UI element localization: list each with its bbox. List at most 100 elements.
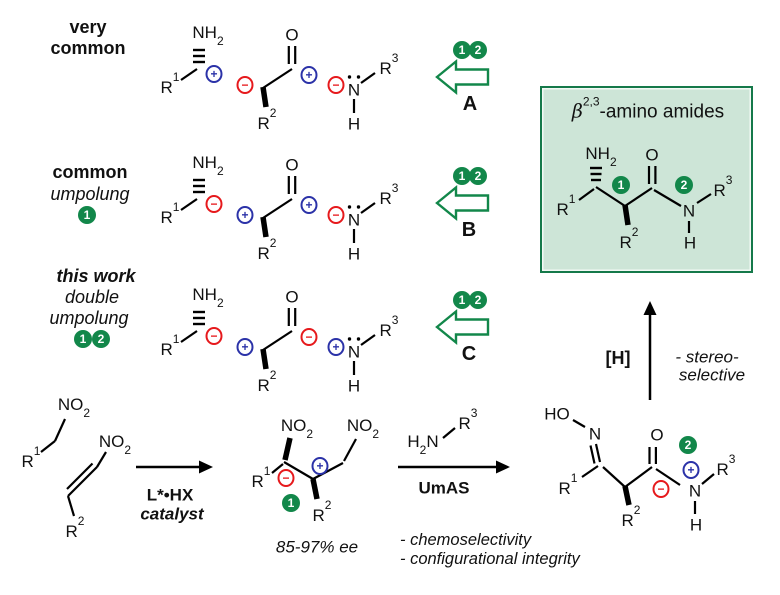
row3-title-line1: this work (56, 266, 136, 286)
note-chemoselectivity: - chemoselectivity (400, 530, 532, 549)
row3-r3-label: R3 (379, 313, 399, 340)
row2-charge-amine-c: − (205, 195, 223, 213)
row1-nh2-label: NH2 (192, 22, 224, 49)
dinitro-charge-minus: − (277, 469, 295, 487)
product-r1-label: R1 (556, 192, 576, 219)
note-configurational-integrity: - configurational integrity (400, 549, 580, 568)
row3-n-label: N (347, 342, 361, 362)
row1-r3-label: R3 (379, 51, 399, 78)
row2-title-line2: umpolung (50, 184, 130, 204)
amine-h2n-label: H2N (407, 431, 439, 458)
arrow-a-label: A (462, 93, 478, 115)
row3-charge-carbonyl-c: − (300, 328, 318, 346)
oxime-h-label: H (689, 515, 703, 535)
row3-charge-amine-c: − (205, 327, 223, 345)
nitroalkene-no2-label: NO2 (98, 431, 132, 458)
amine-r3-label: R3 (458, 406, 478, 433)
oxime-n-label: N (588, 424, 602, 444)
row1-charge-n: − (327, 76, 345, 94)
row2-charge-alpha-c: + (236, 206, 254, 224)
nitroalkane-bonds (40, 418, 67, 453)
row3-umpolung-badge-2: 2 (92, 330, 110, 348)
arrow-b-badge-1: 1 (453, 167, 471, 185)
row1-title-line2: common (50, 38, 126, 58)
row2-carbonyl-o-label: O (285, 155, 299, 175)
umas-label: UmAS (418, 478, 470, 498)
product-structure-bonds (578, 166, 712, 233)
nitroalkane-no2-label: NO2 (57, 394, 91, 421)
row2-umpolung-badge-1: 1 (78, 206, 96, 224)
arrow-c-badge-1: 1 (453, 291, 471, 309)
oxime-r1-label: R1 (558, 471, 578, 498)
product-o-label: O (645, 145, 659, 165)
row2-r2-label: R2 (257, 236, 277, 263)
row3-r1-label: R1 (160, 332, 180, 359)
oxime-badge-2: 2 (679, 436, 697, 454)
reaction-arrow-1 (136, 460, 213, 474)
row1-nh-h-label: H (347, 114, 361, 134)
row2-charge-carbonyl-c: + (300, 196, 318, 214)
product-nh2-label: NH2 (585, 143, 617, 170)
row2-nh-h-label: H (347, 244, 361, 264)
arrow-c-label: C (461, 343, 477, 365)
row1-charge-alpha-c: − (236, 76, 254, 94)
product-r2-label: R2 (619, 225, 639, 252)
row2-n-label: N (347, 210, 361, 230)
reduction-label: [H] (605, 348, 631, 368)
dinitro-r1-label: R1 (251, 464, 271, 491)
oxime-charge-minus: − (652, 480, 670, 498)
oxime-r2-label: R2 (621, 503, 641, 530)
oxime-bonds (572, 419, 715, 514)
dinitro-r2-label: R2 (312, 498, 332, 525)
row3-nh2-label: NH2 (192, 284, 224, 311)
row1-n-label: N (347, 80, 361, 100)
row2-nh2-label: NH2 (192, 152, 224, 179)
arrow-a-badge-1: 1 (453, 41, 471, 59)
arrow-a-badge-2: 2 (469, 41, 487, 59)
product-n-label: N (682, 201, 696, 221)
row1-r2-label: R2 (257, 106, 277, 133)
row1-r1-label: R1 (160, 70, 180, 97)
dinitro-no2-right-label: NO2 (346, 415, 380, 442)
row1-charge-amine-c: + (205, 65, 223, 83)
row1-carbonyl-o-label: O (285, 25, 299, 45)
oxime-r3-label: R3 (716, 452, 736, 479)
row3-title-line2: double (64, 287, 120, 307)
retro-arrow-b (435, 186, 490, 220)
row3-nh-h-label: H (347, 376, 361, 396)
ee-label: 85-97% ee (275, 537, 359, 557)
product-badge-2: 2 (675, 176, 693, 194)
product-h-label: H (683, 233, 697, 253)
product-box-title: β2,3-amino amides (571, 94, 725, 123)
catalyst-line1: L*•HX (146, 485, 194, 505)
stereo-line1: - stereo- (675, 347, 739, 367)
dinitro-badge-1: 1 (282, 494, 300, 512)
row2-title-line1: common (52, 162, 128, 182)
oxime-o-label: O (650, 425, 664, 445)
nitroalkane-r1-label: R1 (21, 444, 41, 471)
row1-charge-carbonyl-c: + (300, 66, 318, 84)
reduction-arrow (643, 301, 657, 400)
row3-charge-n: + (327, 338, 345, 356)
row2-charge-n: − (327, 206, 345, 224)
product-box (540, 86, 753, 273)
dinitro-bonds (271, 437, 357, 500)
nitroalkene-bonds (66, 451, 107, 517)
product-badge-1: 1 (612, 176, 630, 194)
oxime-amide-n-label: N (688, 481, 702, 501)
row3-carbonyl-o-label: O (285, 287, 299, 307)
stereo-line2: selective (678, 365, 746, 385)
row2-r1-label: R1 (160, 200, 180, 227)
oxime-charge-plus: + (682, 461, 700, 479)
oxime-ho-label: HO (544, 404, 570, 424)
row1-title-line1: very (69, 17, 107, 37)
row3-r2-label: R2 (257, 368, 277, 395)
arrow-b-badge-2: 2 (469, 167, 487, 185)
catalyst-line2: catalyst (140, 504, 204, 524)
row3-charge-alpha-c: + (236, 338, 254, 356)
arrow-c-badge-2: 2 (469, 291, 487, 309)
row3-umpolung-badge-1: 1 (74, 330, 92, 348)
nitroalkene-r2-label: R2 (65, 514, 85, 541)
